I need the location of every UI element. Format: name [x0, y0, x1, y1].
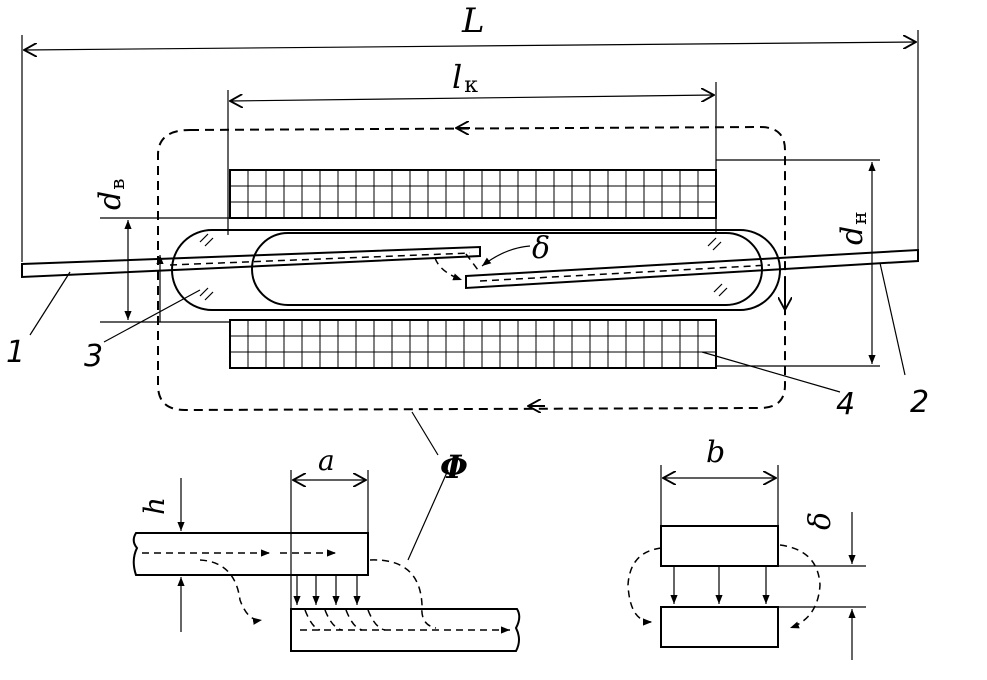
detail-overlap: a h [132, 444, 521, 652]
dimension-lk: lк [227, 58, 717, 235]
flux-loop [157, 127, 785, 410]
dimension-dn: dн [716, 159, 880, 367]
flux-label-phi: Φ [407, 411, 468, 561]
callout-2: 2 [879, 262, 929, 420]
svg-text:3: 3 [84, 339, 103, 374]
lead-right [465, 248, 919, 290]
detail-gap: b δ [627, 435, 866, 660]
svg-text:2: 2 [910, 385, 929, 420]
svg-text:1: 1 [6, 335, 25, 370]
coil-winding-bottom [229, 319, 717, 369]
label-delta-main: δ [532, 231, 550, 266]
label-b: b [706, 435, 725, 470]
gap-flux-arrows [434, 253, 479, 281]
label-delta-detail: δ [803, 512, 838, 530]
label-dn: dн [835, 211, 871, 245]
label-dv: dв [93, 179, 129, 210]
dimension-L: L [21, 1, 919, 262]
callout-1: 1 [6, 271, 71, 370]
svg-text:4: 4 [836, 387, 855, 422]
label-lk: lк [452, 58, 478, 98]
gap-delta-main: δ [481, 231, 550, 267]
label-h: h [138, 497, 171, 515]
label-L: L [461, 1, 485, 41]
callout-4: 4 [701, 351, 855, 422]
label-a: a [318, 444, 335, 477]
dimension-dv: dв [93, 179, 230, 323]
label-phi: Φ [440, 448, 468, 486]
callout-3: 3 [84, 289, 201, 374]
coil-winding-top [229, 169, 717, 219]
lead-left [21, 245, 481, 279]
